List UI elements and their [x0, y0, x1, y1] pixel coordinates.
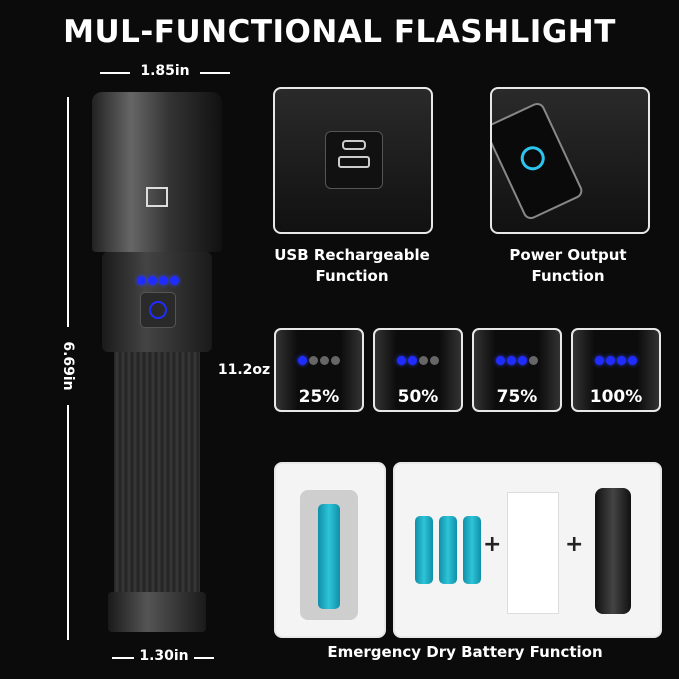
plus-sign: +	[565, 532, 584, 557]
weight-label: 11.2oz	[217, 362, 271, 378]
dimension-arrow	[67, 97, 69, 327]
battery-level-100: 100%	[571, 328, 661, 412]
dimension-arrow	[112, 657, 134, 659]
mode-icon	[146, 187, 168, 207]
dimension-arrow	[194, 657, 214, 659]
tail-width-label: 1.30in	[139, 648, 189, 664]
plus-sign: +	[483, 532, 502, 557]
flashlight-image	[88, 92, 226, 632]
length-label: 6.69in	[60, 341, 76, 391]
power-output-feature-label: Power Output Function	[509, 246, 627, 285]
power-button	[140, 292, 176, 328]
page-title: MUL-FUNCTIONAL FLASHLIGHT	[63, 14, 616, 50]
emergency-label: Emergency Dry Battery Function	[327, 643, 603, 661]
battery-holder-image	[274, 462, 386, 638]
battery-level-50: 50%	[373, 328, 463, 412]
dry-battery-adapter-image: + +	[393, 462, 662, 638]
dimension-arrow	[67, 405, 69, 640]
power-output-image	[490, 87, 650, 234]
usb-port-image	[273, 87, 433, 234]
head-width-label: 1.85in	[140, 63, 190, 79]
dimension-arrow	[100, 72, 130, 74]
dimension-arrow	[200, 72, 230, 74]
usb-feature-label: USB Rechargeable Function	[274, 246, 430, 285]
battery-level-75: 75%	[472, 328, 562, 412]
battery-level-25: 25%	[274, 328, 364, 412]
